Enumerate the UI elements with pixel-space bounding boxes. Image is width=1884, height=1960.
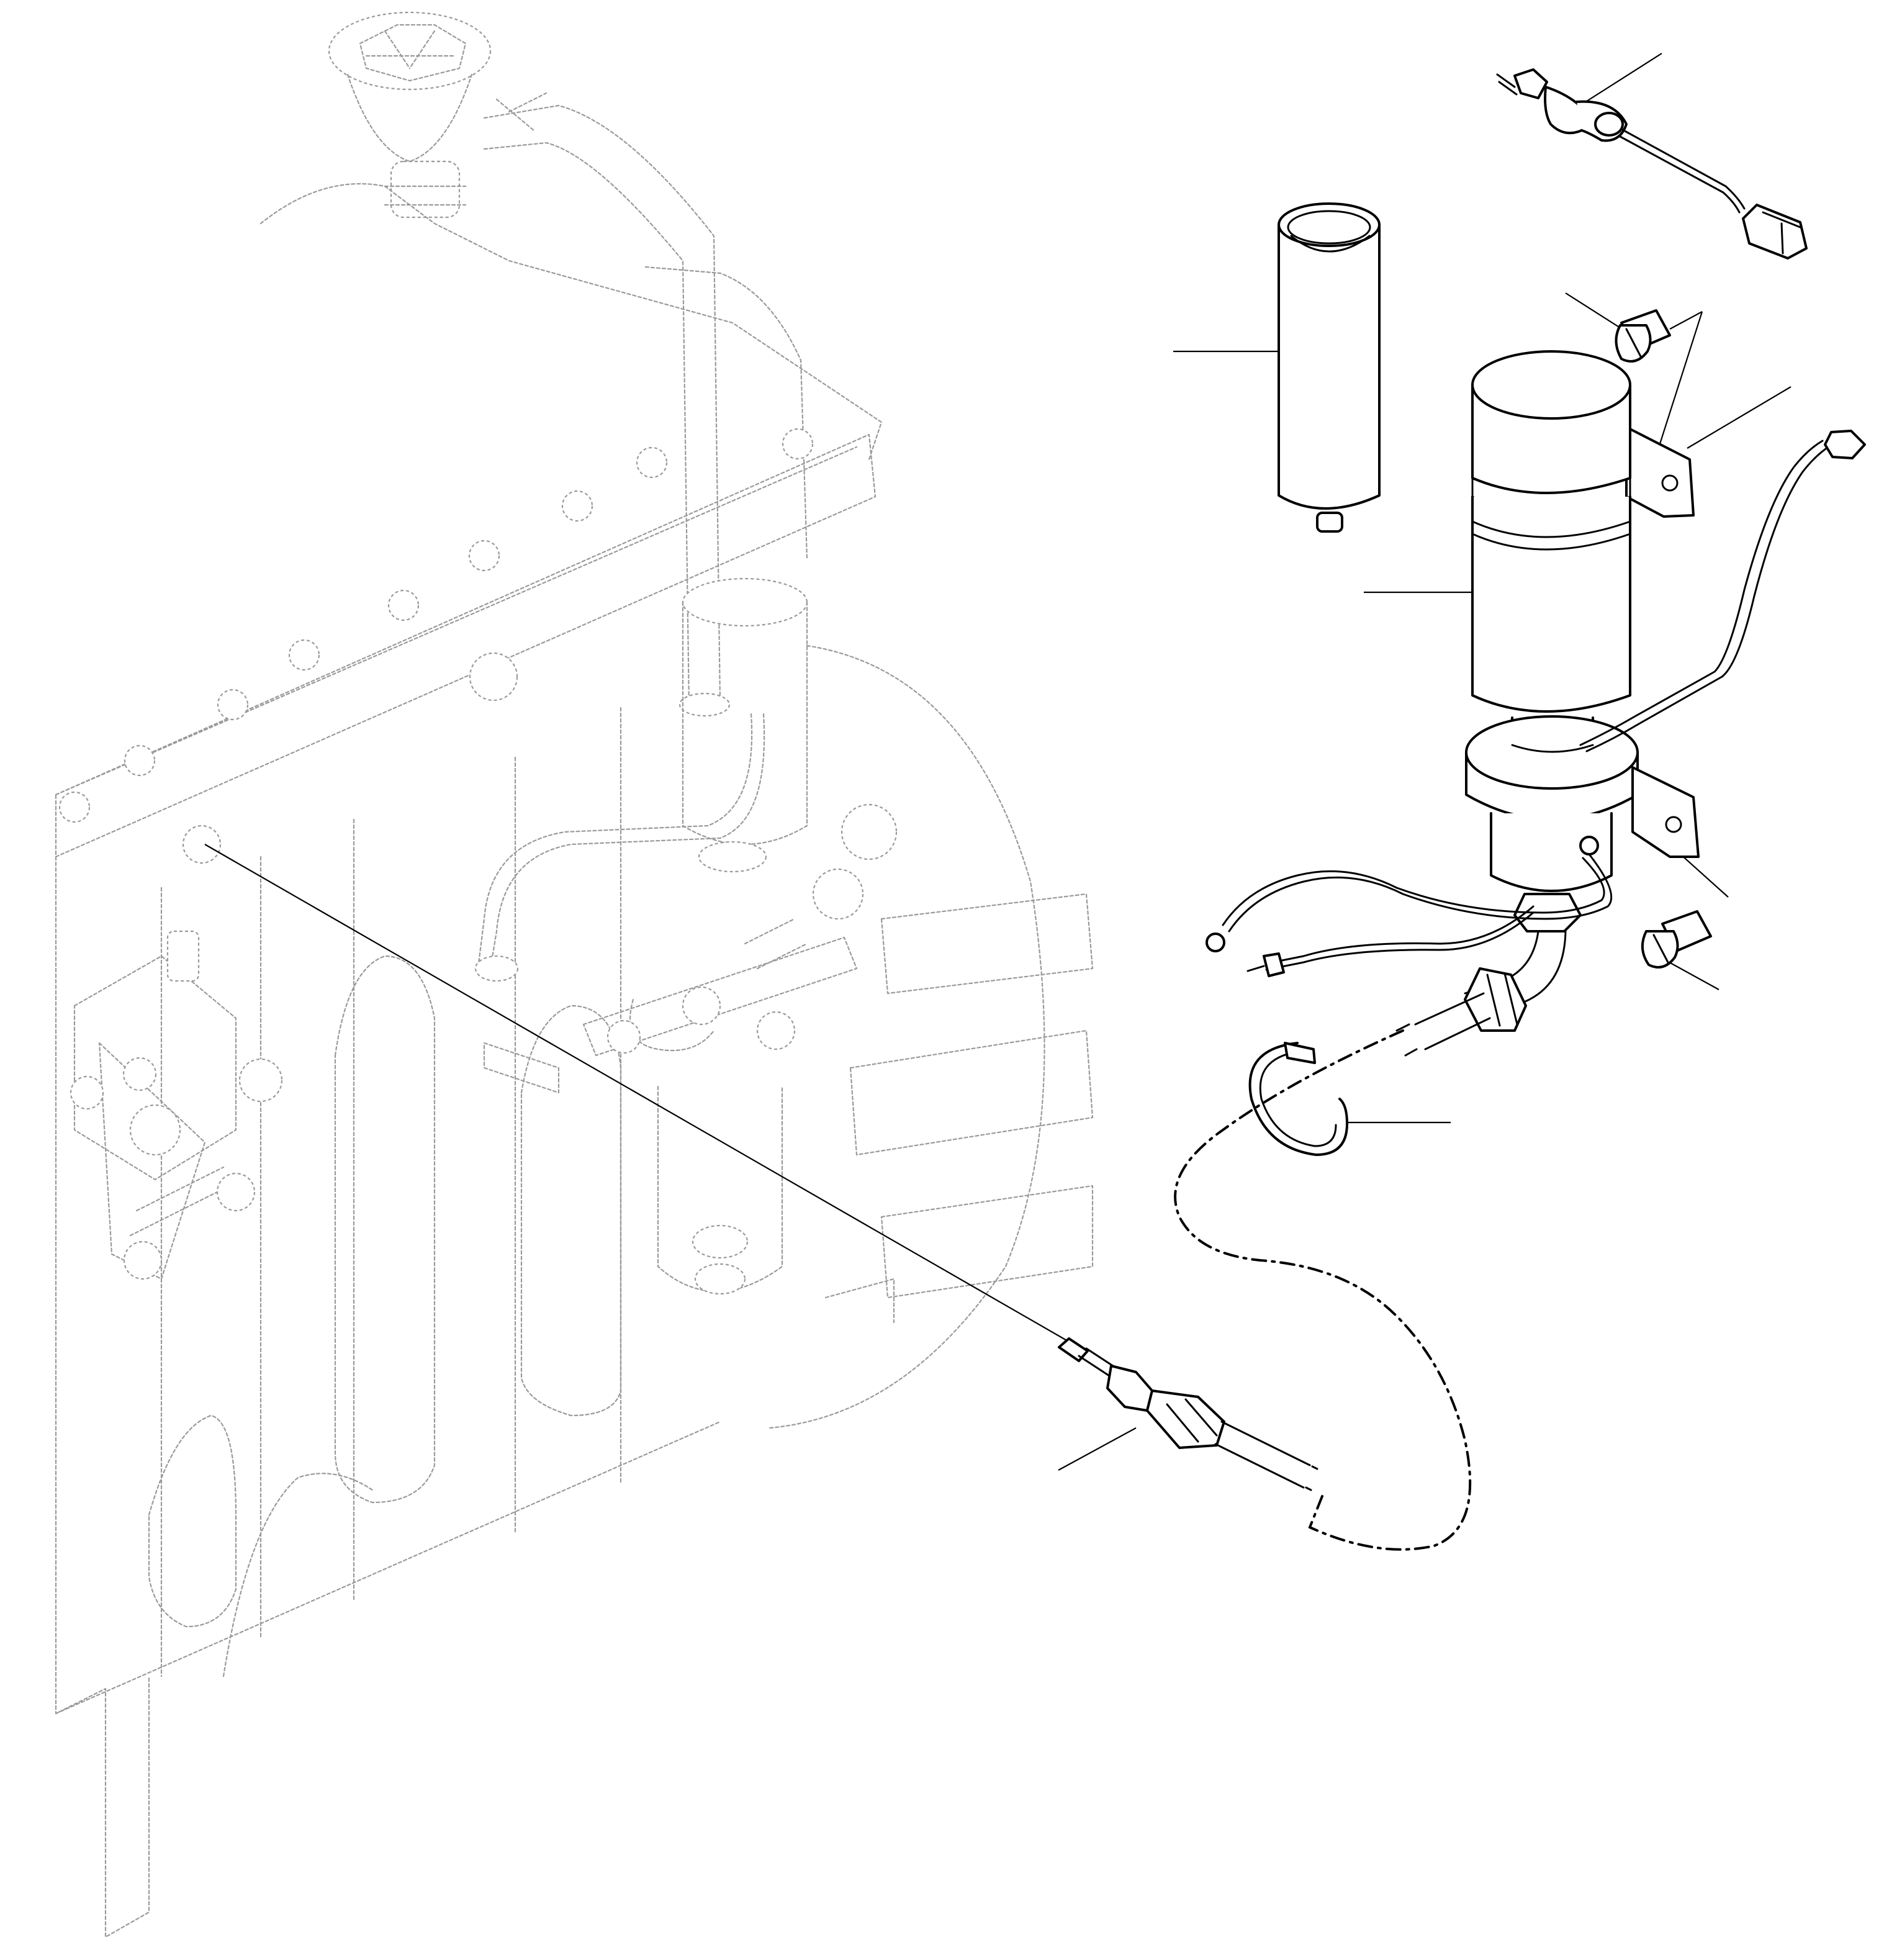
bracket-upper [1625,426,1695,518]
oil-filter-housing-ghost [657,577,808,1295]
bracket-lower [1631,766,1700,858]
fuel-lines-ghost [474,713,898,1094]
filter-element [1278,202,1381,533]
leader-glow-plug-axis [204,844,1068,1342]
leader-bolt-upper [1565,292,1621,328]
leader-glow-plug [1058,1427,1137,1471]
breather-pipe-ghost [483,92,731,717]
engine-block-ghost [55,11,1094,1938]
temperature-sensor-cable [1496,68,1808,260]
leader-bracket-upper [1687,386,1792,449]
bell-housing-ghost [768,644,1094,1429]
bolt-lower [1641,910,1712,969]
filler-cap-ghost [328,11,492,219]
leader-bolt-lower [1663,959,1719,990]
glow-plug [1058,1337,1318,1491]
bolt-upper [1615,309,1671,363]
block-outline-ghost [55,183,883,1938]
cylinder-heater [1206,350,1866,1057]
leader-temperature-sensor-cable [1579,53,1662,106]
hose-clamp [1248,1042,1348,1156]
leader-lines [204,53,1792,1471]
leader-bolt-upper-3 [1669,311,1703,330]
wiring-route [1174,1029,1472,1551]
injection-pump-ghost [70,930,283,1280]
